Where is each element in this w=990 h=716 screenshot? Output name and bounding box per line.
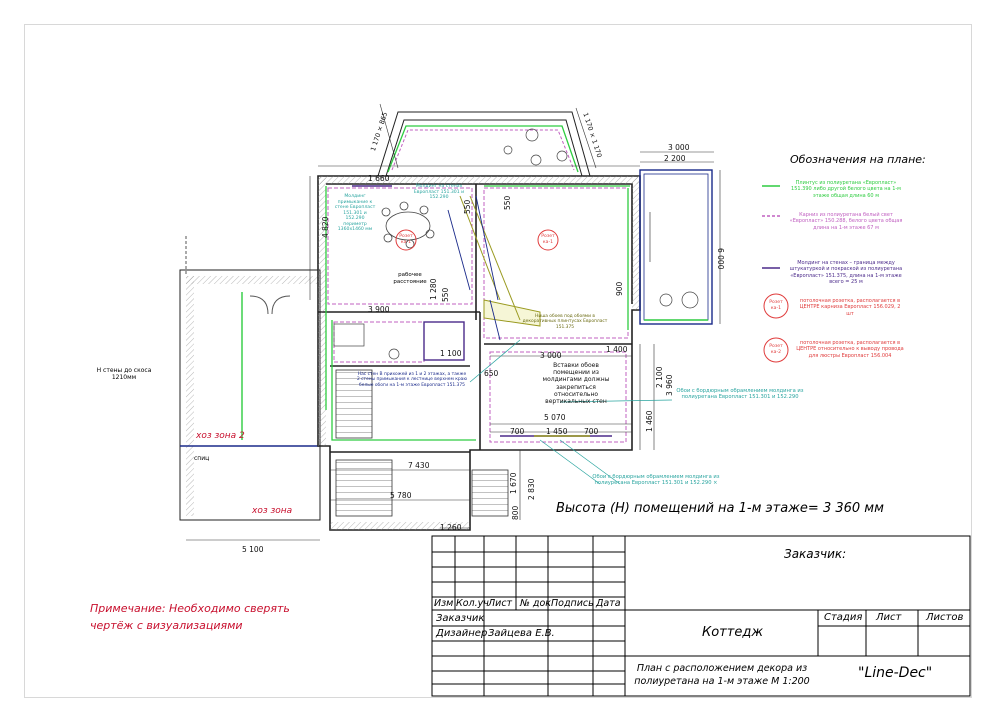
label-hoz-zona-2: хоз зона 2: [196, 431, 245, 441]
label-rosette-1: Розет ка-1: [399, 234, 413, 245]
remark-note: Примечание: Необходимо сверять чертёж с …: [90, 602, 290, 633]
dim-1260: 1 260: [440, 523, 462, 532]
dining-table: [381, 201, 435, 249]
tb-col-data: Дата: [596, 598, 621, 609]
legend-swatches: [762, 185, 789, 363]
tb-col-ndok: № док: [520, 598, 552, 609]
label-rosette-2: Розет ка-1: [541, 234, 555, 245]
tb-drawing-name: План с расположением декора из полиурета…: [634, 663, 810, 688]
stairs-3: [471, 469, 509, 517]
dim-700b: 700: [584, 427, 599, 436]
tb-stage: Стадия: [824, 612, 863, 623]
annotation-1: Молдинг на стенах Европласт 151.301 и 15…: [413, 184, 465, 200]
legend-rosette-2: потолочная розетка, располагается в ЦЕНТ…: [796, 340, 904, 359]
bay-window: [377, 111, 591, 177]
dim-2100: 2 100: [655, 366, 664, 388]
dim-4820: 4 820: [321, 216, 330, 238]
molding-lines: [352, 185, 612, 437]
legend-rosette-2-badge: Розет ка-2: [769, 344, 783, 355]
legend-molding: Молдинг на стенах – граница между штукат…: [789, 260, 903, 285]
dark-lines: [447, 195, 501, 341]
label-step: спиц: [194, 455, 210, 462]
dim-3900: 3 900: [368, 305, 390, 314]
dim-2200: 2 200: [664, 154, 686, 163]
dim-1460: 1 460: [645, 410, 654, 432]
dim-550a: 550: [463, 199, 472, 214]
dim-1100: 1 100: [440, 349, 462, 358]
title-block-lines: [431, 535, 971, 697]
dim-3000-mid: 3 000: [540, 351, 562, 360]
wall-hatch-top: [318, 176, 640, 184]
tb-col-podpis: Подпись: [551, 598, 594, 609]
tb-row-customer: Заказчик: [436, 613, 485, 624]
dim-700a: 700: [510, 427, 525, 436]
stairs-2: [335, 459, 393, 517]
annotation-3: Нас стен В прихожей из 1 и 2 этажах, а т…: [356, 372, 468, 388]
dim-5100: 5 100: [242, 545, 264, 554]
porch: [639, 169, 713, 325]
stairs-1: [335, 369, 373, 439]
dim-6000: 6 000: [716, 248, 725, 270]
leader-lines: [469, 339, 673, 485]
tb-designer-name: Зайцева Е.В.: [488, 628, 555, 639]
dim-1670: 1 670: [509, 472, 518, 494]
drawing-sheet: [24, 24, 972, 698]
annotation-6: Обои с бордюрным обрамлением молдинга из…: [592, 474, 720, 487]
bathroom-fixtures: [333, 323, 400, 360]
label-hoz-zona: хоз зона: [252, 506, 293, 516]
hoz-zona-area: [179, 236, 321, 521]
dim-2830: 2 830: [527, 478, 536, 500]
plinth-lines: [325, 185, 630, 441]
height-note: Высота (Н) помещений на 1-м этаже= 3 360…: [556, 501, 884, 516]
legend-rosette-1-badge: Розет ка-1: [769, 300, 783, 311]
dim-800: 800: [511, 505, 520, 520]
dim-7430: 7 430: [408, 461, 430, 470]
bay-furniture: [503, 128, 568, 166]
tb-sheets: Листов: [926, 612, 964, 623]
dim-1280: 1 280: [429, 278, 438, 300]
legend-title: Обозначения на плане:: [790, 153, 926, 166]
dim-1450: 1 450: [546, 427, 568, 436]
wall-hatch-bottom: [330, 522, 470, 530]
annotation-5: Обои с бордюрным обрамлением молдинга из…: [676, 388, 804, 401]
dim-650: 650: [484, 369, 499, 378]
olive-diagonals: [459, 195, 541, 327]
tb-project: Коттедж: [702, 625, 764, 640]
tb-col-kol: Кол.уч: [456, 598, 489, 609]
annotation-7: Ниша обоев под обоями в декоративных пли…: [522, 314, 608, 330]
dim-3000-top: 3 000: [668, 143, 690, 152]
dim-1660: 1 660: [368, 174, 390, 183]
annotation-4: Вставки обоев помещении из молдингами до…: [542, 362, 610, 405]
legend-plinth: Плинтус из полиуретана «Европласт» 151.3…: [791, 180, 901, 199]
annotation-2: Молдинг примыкание к стене Европласт 151…: [334, 194, 376, 232]
label-working-distance: рабочее расстояние: [393, 272, 427, 285]
tb-col-izm: Изм: [434, 598, 454, 609]
dim-1400: 1 400: [606, 345, 628, 354]
legend-cornice: Карниз из полиуретана белый свет «Европл…: [789, 212, 903, 231]
tb-company: "Line-Dec": [858, 665, 933, 681]
dim-550b: 550: [503, 195, 512, 210]
dim-900: 900: [615, 281, 624, 296]
dimension-lines: [186, 103, 721, 541]
label-wall-note: Н стены до скоса 1210мм: [96, 367, 152, 382]
tb-customer-label: Заказчик:: [784, 547, 847, 561]
tb-sheet: Лист: [876, 612, 902, 623]
rosettes: [395, 229, 559, 251]
porch-furniture: [649, 212, 699, 309]
dim-5070: 5 070: [544, 413, 566, 422]
dim-550c: 550: [441, 287, 450, 302]
legend-rosette-1: потолочная розетка, располагается в ЦЕНТ…: [799, 298, 901, 317]
tb-col-list: Лист: [488, 598, 513, 609]
tb-row-designer: Дизайнер: [436, 628, 488, 639]
wall-hatch-right: [632, 176, 640, 310]
wall-hatch-left: [318, 176, 326, 446]
dim-5780: 5 780: [390, 491, 412, 500]
